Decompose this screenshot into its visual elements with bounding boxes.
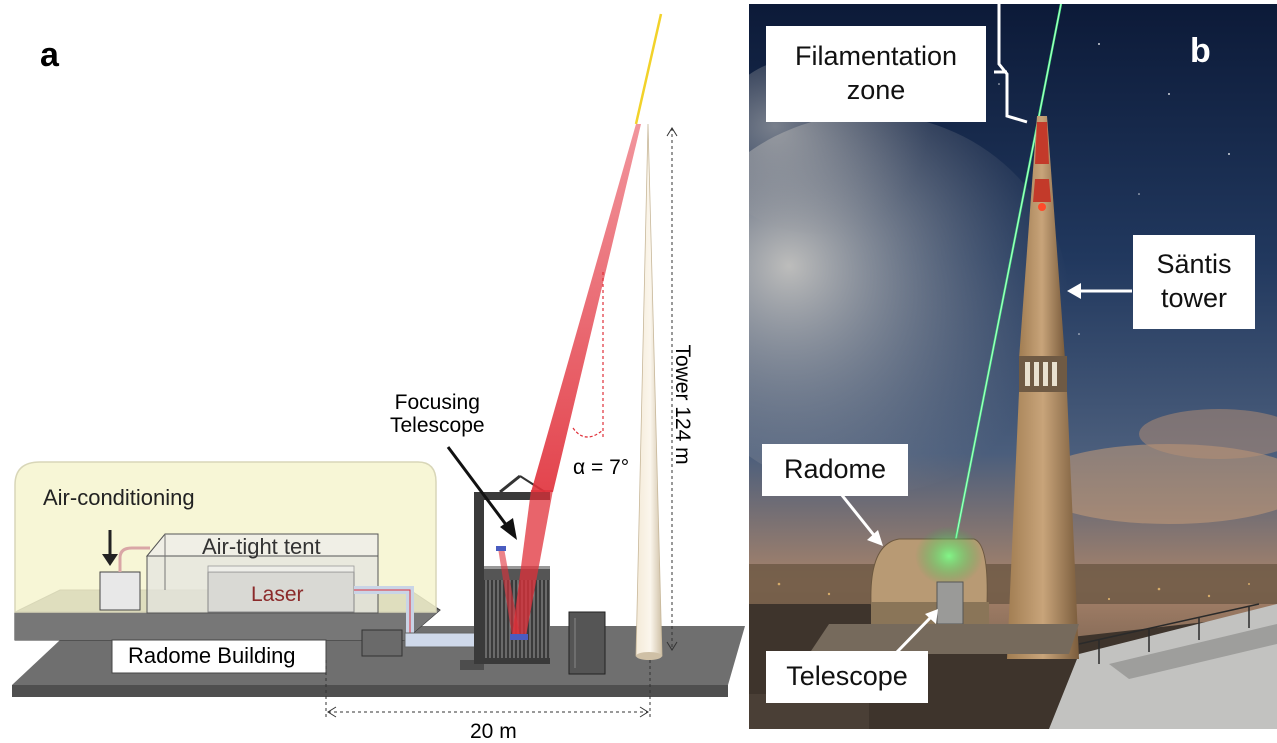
telescope-container xyxy=(474,474,553,664)
panel-b-photo: b Filamentation zone Säntis tower Radome… xyxy=(749,4,1277,729)
focusing-telescope-arrow xyxy=(446,446,517,540)
callout-telescope: Telescope xyxy=(766,651,928,703)
photo-scene xyxy=(749,4,1277,729)
panel-a-schematic: a Air-conditioning Air-tight tent Laser … xyxy=(12,13,745,743)
panel-letter-a: a xyxy=(40,36,59,74)
label-air-tight-tent: Air-tight tent xyxy=(202,534,321,559)
callout-filamentation-line1: Filamentation xyxy=(794,41,958,72)
callout-santis-line2: tower xyxy=(1160,283,1228,313)
telescope-photo xyxy=(936,581,964,625)
laser-box xyxy=(207,565,355,613)
callout-santis-line1: Säntis xyxy=(1156,249,1232,280)
angle-indicator xyxy=(572,272,604,440)
label-laser: Laser xyxy=(251,583,304,606)
label-radome-building: Radome Building xyxy=(128,643,296,668)
label-angle: α = 7° xyxy=(573,456,630,479)
equipment-cabinet xyxy=(568,611,606,675)
beam-duct xyxy=(354,586,484,670)
callout-connectors xyxy=(839,4,1132,654)
schematic-drawing xyxy=(12,13,745,720)
tower xyxy=(635,123,663,657)
tower-height-dimension xyxy=(666,127,678,651)
filament xyxy=(634,13,663,125)
label-focusing-line1: Focusing xyxy=(394,391,480,414)
santis-tower xyxy=(1007,116,1079,659)
label-tower-height: Tower 124 m xyxy=(671,344,695,465)
callout-filamentation-line2: zone xyxy=(846,75,906,105)
label-air-conditioning: Air-conditioning xyxy=(43,485,195,510)
label-focusing-telescope: Focusing Telescope xyxy=(390,391,485,437)
laser-beam xyxy=(531,124,641,492)
panel-letter-b: b xyxy=(1190,32,1211,70)
label-focusing-line2: Telescope xyxy=(390,414,485,438)
callout-radome: Radome xyxy=(762,444,908,496)
ac-unit xyxy=(99,530,150,611)
callout-filamentation-zone: Filamentation zone xyxy=(766,26,986,122)
label-distance: 20 m xyxy=(470,720,517,743)
distance-dimension xyxy=(325,660,651,720)
callout-santis-tower: Säntis tower xyxy=(1133,235,1255,329)
